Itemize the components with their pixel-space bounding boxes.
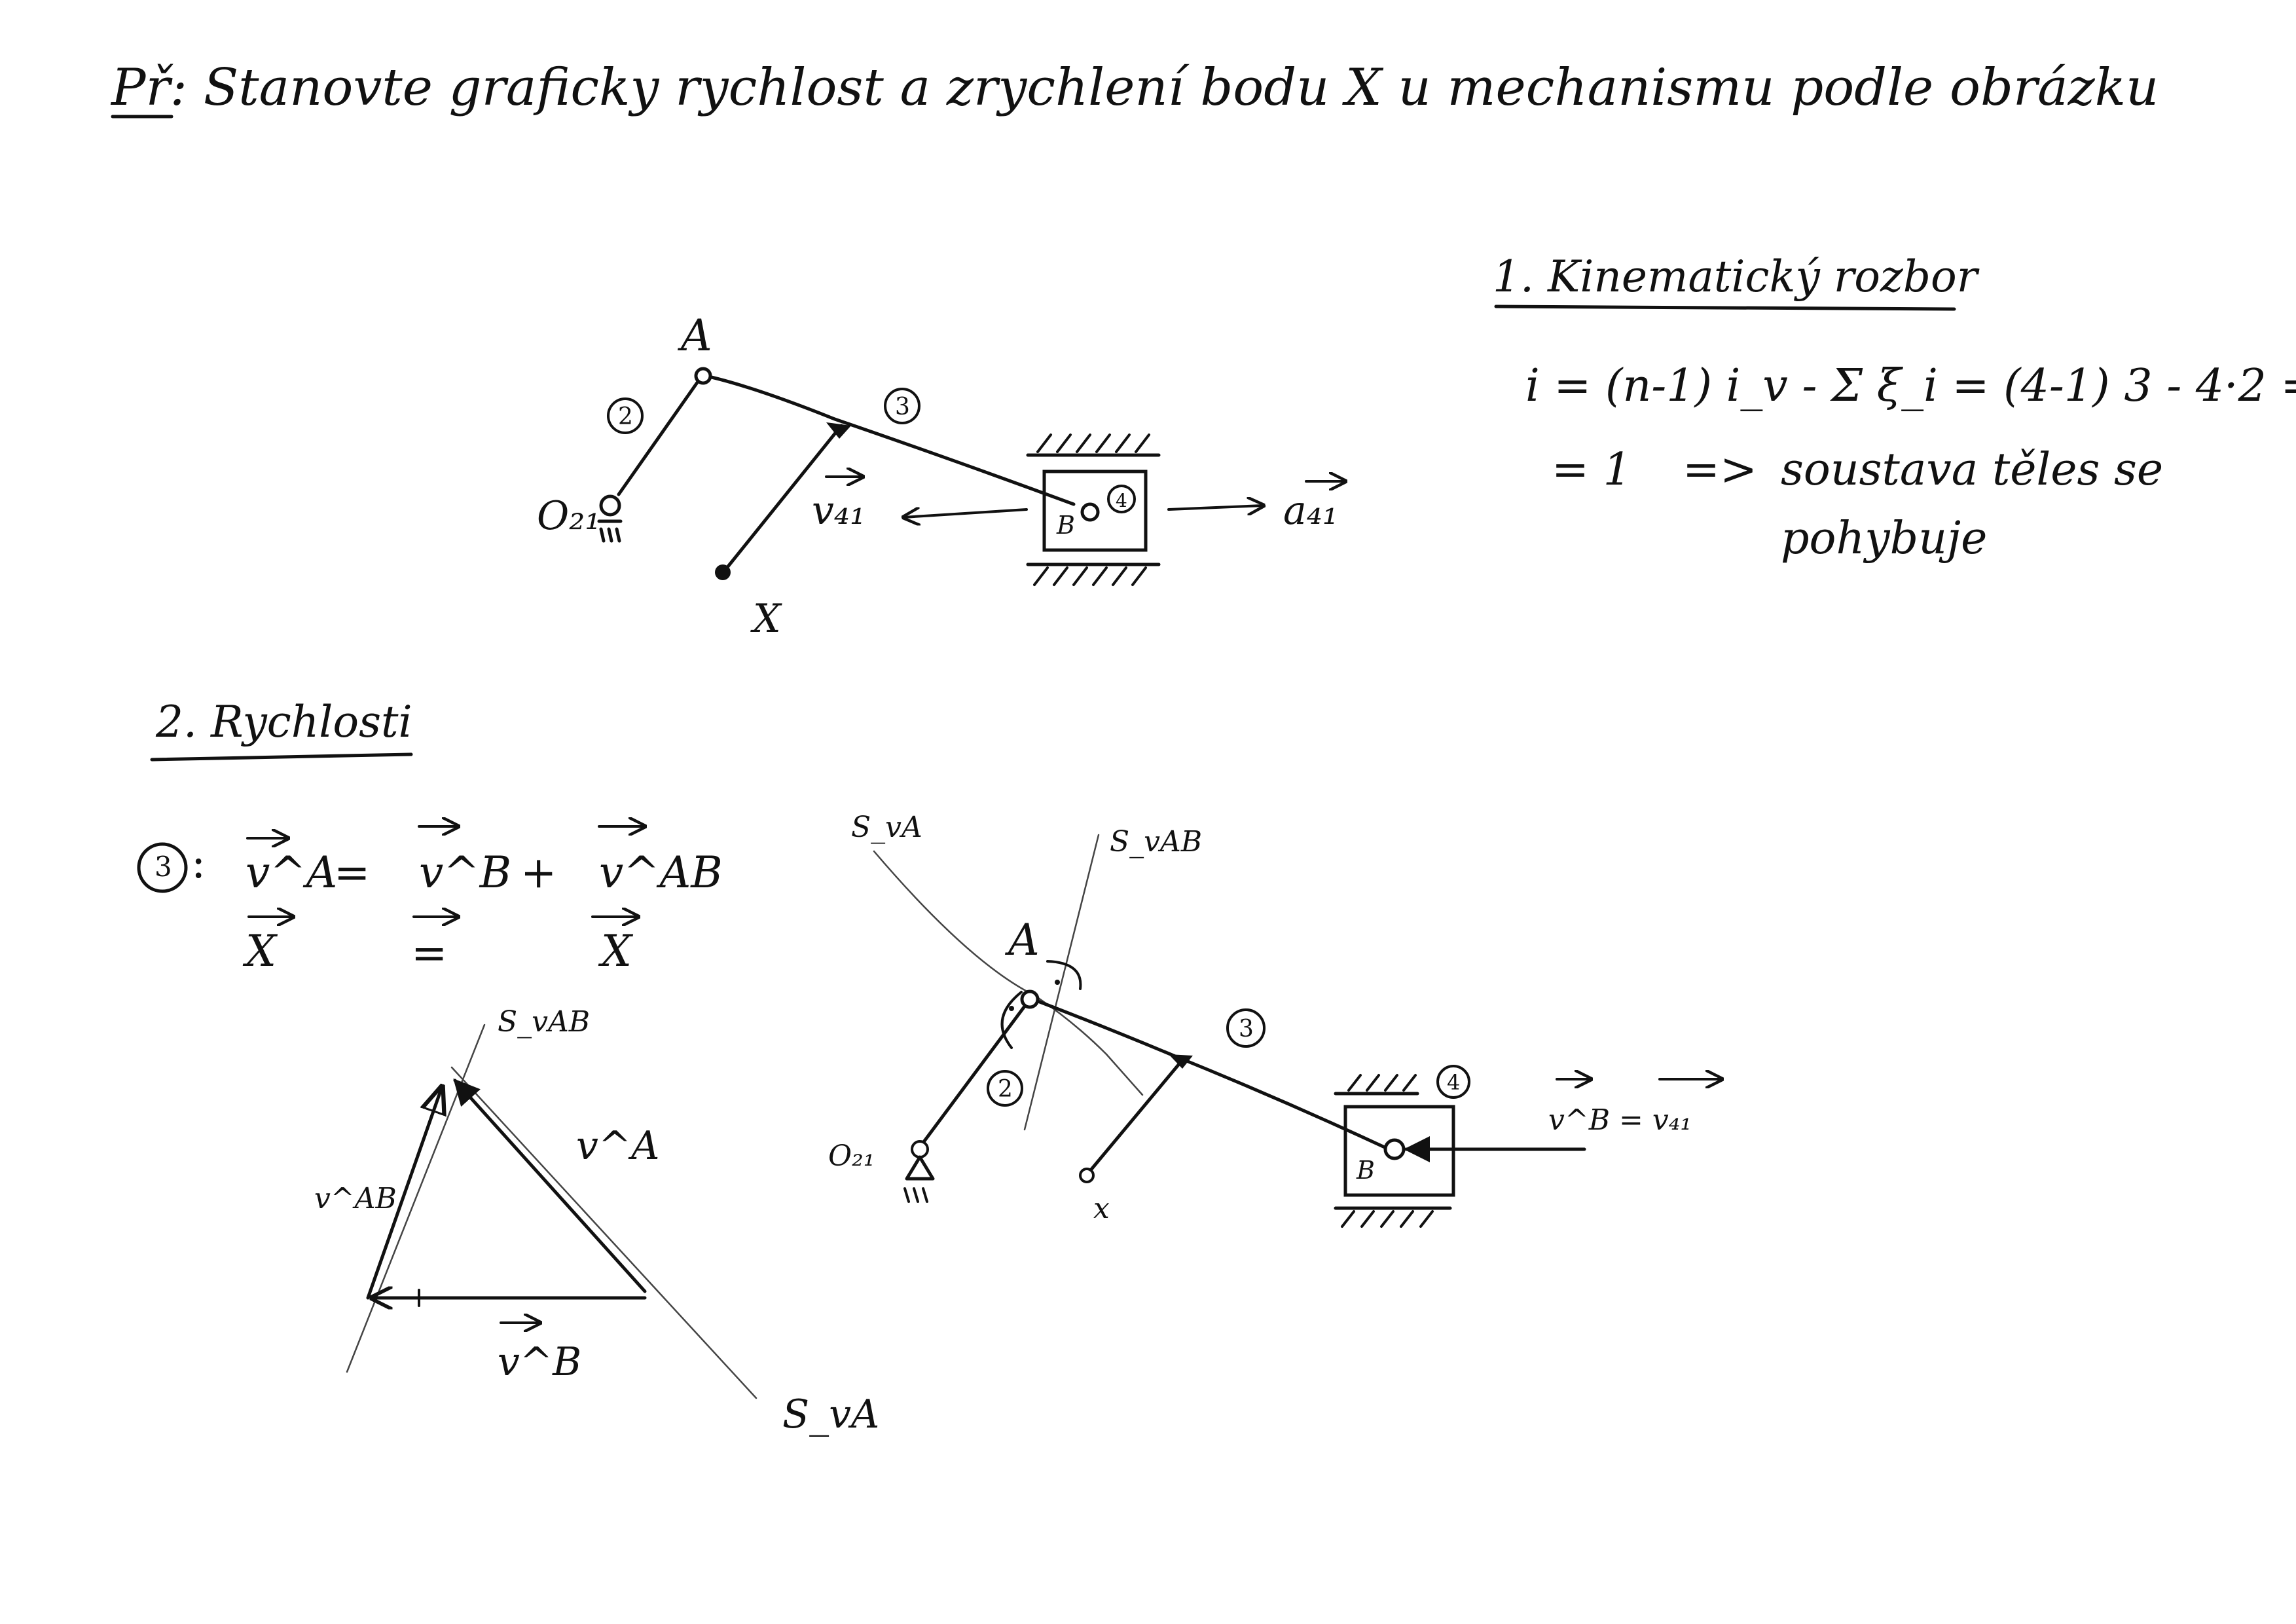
vector-vAB <box>366 1087 442 1300</box>
direction-line-SvA <box>450 1066 757 1399</box>
section1-heading: 1. Kinematický rozbor <box>1493 251 1980 302</box>
acceleration-arrow <box>1167 506 1264 509</box>
link-3 <box>704 374 1076 506</box>
label-B: B <box>1356 1156 1375 1185</box>
right-angle-left <box>1000 991 1023 1049</box>
direction-line-SvA <box>873 850 1108 1056</box>
member-4-label: 4 <box>1116 490 1127 511</box>
vector-equation: 3 : v^A = v^B + v^AB X = X <box>137 826 723 978</box>
body-3-circle <box>137 842 188 893</box>
dir-term1: = <box>411 928 447 978</box>
link-2 <box>921 1000 1030 1145</box>
support-O21-hatch <box>903 1187 928 1203</box>
link-2 <box>617 376 702 496</box>
joint-A <box>694 367 712 385</box>
bottom-guide-hatch <box>1033 566 1147 586</box>
dir-lhs: X <box>242 926 278 976</box>
member-4-label: 4 <box>1447 1070 1460 1095</box>
dir-term2: X <box>598 926 634 976</box>
label-triangle-vA: v^A <box>576 1123 660 1169</box>
member-4-circle <box>1107 485 1136 513</box>
point-X <box>715 564 731 580</box>
member-2-label: 2 <box>618 403 633 430</box>
conclusion-line-1: soustava těles se <box>1781 444 2163 496</box>
rigid-joint-mark <box>826 422 851 439</box>
svg-text::: : <box>191 838 206 888</box>
member-3-label: 3 <box>1239 1016 1254 1043</box>
right-angle-right <box>1046 960 1082 990</box>
label-SvA: S_vA <box>851 811 922 844</box>
label-velocity: v₄₁ <box>812 488 866 534</box>
mechanism-diagram-2: S_vA S_vAB A O₂₁ x B 2 3 4 v^B = v₄₁ <box>828 811 1722 1228</box>
section2-heading: 2. Rychlosti <box>155 697 412 747</box>
direction-line-SvAB <box>1023 834 1100 1131</box>
label-O21: O₂₁ <box>828 1139 875 1173</box>
body-3-label: 3 <box>155 851 172 883</box>
joint-A <box>1020 989 1040 1009</box>
member-3-circle <box>1226 1008 1266 1048</box>
eq-equals: = <box>334 847 370 898</box>
dof-formula: i = (n-1) i_v - Σ ξ_i = (4-1) 3 - 4·2 = <box>1525 360 2296 412</box>
support-O21-pin <box>599 494 621 517</box>
label-B: B <box>1056 511 1075 540</box>
member-2-circle <box>987 1070 1023 1107</box>
joint-B <box>1383 1138 1406 1160</box>
member-4-circle <box>1436 1065 1470 1099</box>
vector-vA <box>453 1079 647 1293</box>
section1-underline <box>1494 304 1956 311</box>
implies-arrow: => <box>1683 444 1757 496</box>
member-3-label: 3 <box>895 394 910 420</box>
top-guide-hatch <box>1036 434 1150 453</box>
label-triangle-vAB: v^AB <box>314 1182 397 1215</box>
label-x: x <box>1093 1192 1110 1225</box>
member-2-circle <box>607 397 644 434</box>
label-A: A <box>1004 915 1040 965</box>
link-3-branch <box>723 424 843 572</box>
velocity-arrow <box>903 509 1028 517</box>
label-triangle-SvA: S_vA <box>782 1392 879 1437</box>
top-guide-hatch <box>1347 1074 1417 1092</box>
support-O21-ground <box>597 519 623 543</box>
section2-underline <box>150 752 413 762</box>
label-SvAB: S_vAB <box>1110 825 1202 858</box>
member-2-label: 2 <box>998 1076 1013 1103</box>
label-acceleration: a₄₁ <box>1283 488 1338 534</box>
label-triangle-vB: v^B <box>498 1339 581 1385</box>
point-x <box>1079 1168 1095 1183</box>
mechanism-diagram-1: A O₂₁ X B 2 3 4 v₄₁ a₄₁ <box>537 310 1345 642</box>
dof-result: = 1 <box>1552 444 1631 496</box>
label-X: X <box>750 596 782 642</box>
joint-B <box>1080 502 1100 522</box>
conclusion-line-2: pohybuje <box>1781 513 1987 564</box>
link-3-branch <box>1088 1059 1184 1173</box>
member-3-circle <box>884 388 920 424</box>
label-A: A <box>677 310 712 361</box>
slider-block-4 <box>1042 470 1148 552</box>
support-O21-pin <box>911 1140 929 1158</box>
label-O21: O₂₁ <box>537 493 600 539</box>
support-O21-triangle <box>905 1155 935 1181</box>
eq-plus: + <box>520 847 556 898</box>
page-title: Př: Stanovte graficky rychlost a zrychle… <box>110 58 2159 117</box>
label-triangle-SvAB: S_vAB <box>498 1005 590 1039</box>
label-vB-equals-v41: v^B = v₄₁ <box>1548 1103 1692 1137</box>
link-3 <box>1029 997 1387 1149</box>
eq-term2: v^AB <box>599 847 723 898</box>
eq-lhs: v^A <box>246 847 337 898</box>
eq-term1: v^B <box>419 847 511 898</box>
velocity-triangle: S_vAB S_vA v^AB v^A v^B <box>314 1005 879 1437</box>
bottom-guide-hatch <box>1341 1210 1434 1228</box>
